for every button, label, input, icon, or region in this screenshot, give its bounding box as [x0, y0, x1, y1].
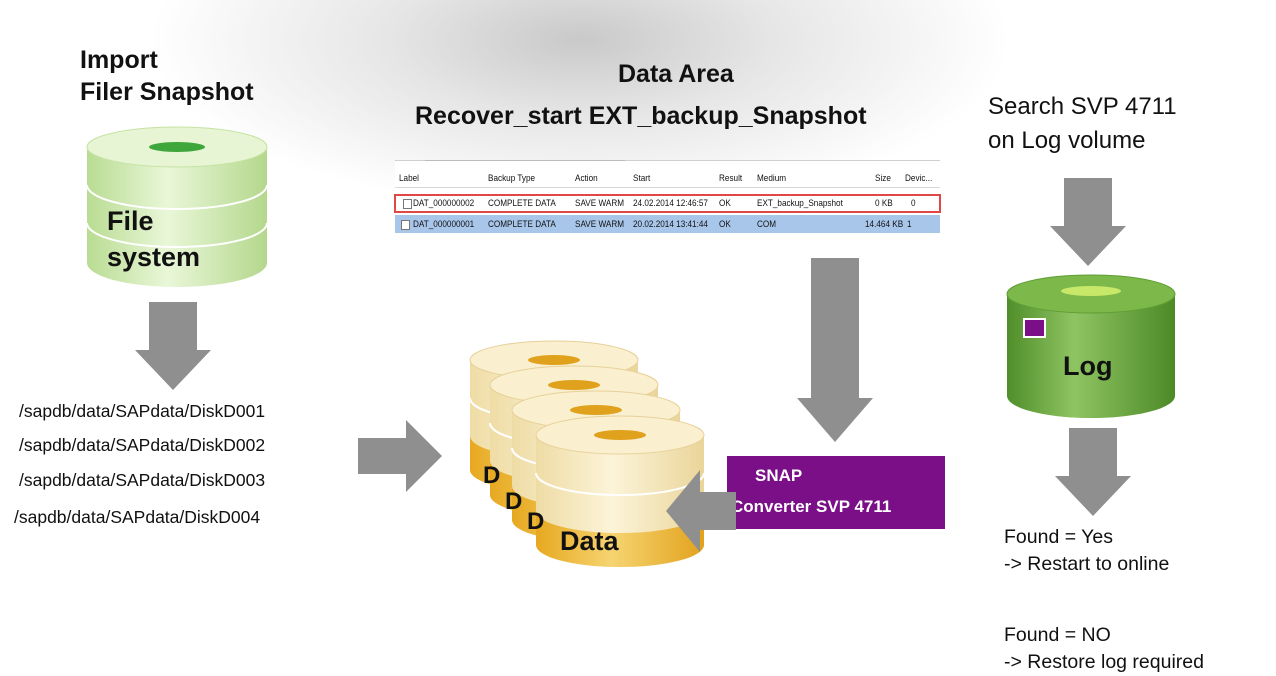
table-row[interactable]: DAT_000000001 COMPLETE DATA SAVE WARM 20… — [395, 215, 940, 233]
search-title: Search SVP 4711 on Log volume — [988, 90, 1177, 158]
log-cylinder — [1006, 274, 1176, 418]
down-arrow-log-bottom — [1055, 428, 1131, 516]
found-no-line1: Found = NO — [1004, 624, 1111, 646]
cell-result: OK — [719, 219, 731, 230]
cell-backup-type: COMPLETE DATA — [488, 198, 556, 209]
found-no-line2: -> Restore log required — [1004, 651, 1204, 673]
cell-label: DAT_000000001 — [413, 219, 475, 230]
cell-action: SAVE WARM — [575, 219, 625, 230]
svp-marker — [1023, 318, 1046, 338]
header-result[interactable]: Result — [719, 173, 743, 184]
down-arrow-log-top — [1050, 178, 1126, 266]
found-yes-line2: -> Restart to online — [1004, 553, 1170, 575]
cell-device: 0 — [911, 198, 916, 209]
cell-device: 1 — [907, 219, 912, 230]
cell-size: 0 KB — [875, 198, 893, 209]
cell-backup-type: COMPLETE DATA — [488, 219, 556, 230]
path-d004: /sapdb/data/SAPdata/DiskD004 — [14, 507, 261, 527]
path-d002: /sapdb/data/SAPdata/DiskD002 — [19, 435, 266, 455]
recover-title: Recover_start EXT_backup_Snapshot — [415, 102, 867, 130]
header-backup-type[interactable]: Backup Type — [488, 173, 536, 184]
backup-doc-icon — [403, 199, 412, 209]
import-title-line2: Filer Snapshot — [80, 78, 254, 106]
log-label: Log — [1063, 351, 1113, 381]
cell-result: OK — [719, 198, 731, 209]
header-medium[interactable]: Medium — [757, 173, 787, 184]
cell-medium: COM — [757, 219, 777, 230]
data-area-title: Data Area — [618, 60, 734, 88]
cell-action: SAVE WARM — [575, 198, 625, 209]
search-title-line2: on Log volume — [988, 127, 1146, 154]
header-label[interactable]: Label — [399, 173, 419, 184]
header-device[interactable]: Devic... — [905, 173, 933, 184]
snap-converter-box: SNAP Converter SVP 4711 — [727, 456, 945, 529]
table-header-row: Label Backup Type Action Start Result Me… — [395, 169, 940, 188]
found-yes-text: Found = Yes -> Restart to online — [1004, 524, 1169, 578]
backup-table: Label Backup Type Action Start Result Me… — [394, 160, 941, 249]
data-partial-letter: D — [527, 508, 545, 535]
left-arrow-snap — [666, 470, 736, 552]
highlight-box — [394, 194, 941, 213]
snap-label: SNAP — [755, 466, 803, 485]
header-action[interactable]: Action — [575, 173, 598, 184]
path-d001: /sapdb/data/SAPdata/DiskD001 — [19, 401, 266, 421]
header-size[interactable]: Size — [875, 173, 891, 184]
down-arrow-left — [135, 302, 211, 390]
filesystem-cylinder — [86, 126, 268, 287]
search-title-line1: Search SVP 4711 — [988, 93, 1177, 120]
converter-label: Converter SVP 4711 — [731, 497, 892, 516]
right-arrow-paths — [358, 420, 442, 492]
import-title: Import Filer Snapshot — [80, 44, 254, 108]
found-yes-line1: Found = Yes — [1004, 526, 1113, 548]
import-title-line1: Import — [80, 46, 158, 74]
cell-label: DAT_000000002 — [413, 198, 475, 209]
cell-medium: EXT_backup_Snapshot — [757, 198, 843, 209]
filesystem-label: File system — [107, 203, 200, 275]
header-start[interactable]: Start — [633, 173, 651, 184]
down-arrow-middle — [797, 258, 873, 442]
cell-start: 20.02.2014 13:41:44 — [633, 219, 708, 230]
data-partial-letter: D — [505, 488, 523, 515]
data-partial-letter: D — [483, 462, 501, 489]
backup-doc-icon — [401, 220, 410, 230]
found-no-text: Found = NO -> Restore log required — [1004, 622, 1204, 676]
path-d003: /sapdb/data/SAPdata/DiskD003 — [19, 470, 266, 490]
table-row[interactable]: DAT_000000002 COMPLETE DATA SAVE WARM 24… — [395, 194, 940, 212]
filesystem-label-line2: system — [107, 242, 201, 272]
table-tabs — [425, 151, 625, 161]
filesystem-label-line1: File — [107, 206, 154, 236]
cell-size: 14.464 KB — [865, 219, 904, 230]
cell-start: 24.02.2014 12:46:57 — [633, 198, 708, 209]
data-label: Data — [560, 526, 619, 556]
